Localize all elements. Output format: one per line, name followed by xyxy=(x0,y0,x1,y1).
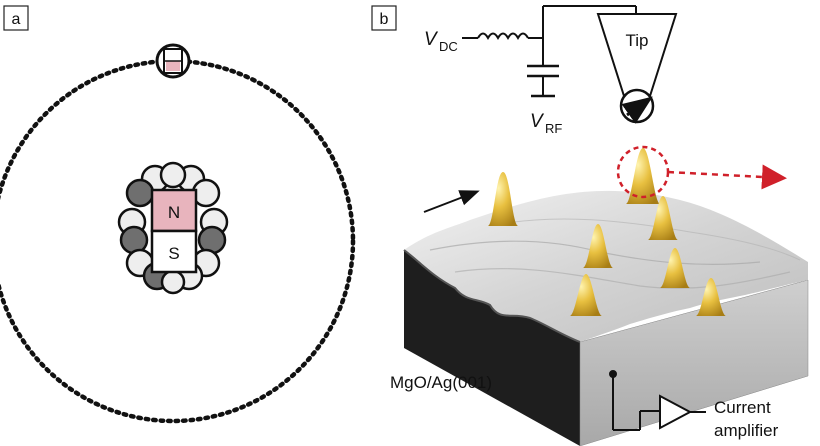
peak-2 xyxy=(626,148,660,204)
vrf-symbol: V xyxy=(530,111,545,132)
vrf-subscript: RF xyxy=(545,121,562,136)
peak-7 xyxy=(696,278,726,316)
scan-direction-arrow xyxy=(423,190,480,213)
tip-spin-arrow xyxy=(621,96,653,124)
central-molecule: N S xyxy=(117,161,229,295)
peak-3 xyxy=(648,196,678,240)
peak-6 xyxy=(570,274,602,316)
magnet-south xyxy=(150,229,198,274)
contact-point xyxy=(609,370,617,378)
panel-b-label-box xyxy=(371,5,397,31)
circuit xyxy=(462,5,637,98)
peak-5 xyxy=(660,248,690,288)
panel-a: a xyxy=(0,5,356,424)
amplifier-label-line1: Current xyxy=(714,398,771,417)
tip-atom xyxy=(619,88,655,124)
panel-a-label-box xyxy=(3,5,29,31)
inductor xyxy=(477,32,529,41)
stm-tip xyxy=(596,13,678,124)
slab-front-side xyxy=(579,279,809,446)
orbiting-atom-north xyxy=(166,61,180,71)
north-label: N xyxy=(168,203,180,222)
red-dashed-arrow xyxy=(667,164,787,190)
amplifier-label-line2: amplifier xyxy=(714,421,779,440)
substrate-label: MgO/Ag(001) xyxy=(390,373,492,392)
vdc-symbol: V xyxy=(424,29,439,50)
slab-left-side xyxy=(404,250,580,446)
amplifier-symbol xyxy=(659,394,693,430)
adatom-peaks xyxy=(488,148,726,316)
tip-label: Tip xyxy=(626,31,649,50)
panel-a-label: a xyxy=(12,11,21,28)
panel-b-label: b xyxy=(380,11,389,28)
current-amplifier xyxy=(609,370,706,431)
vdc-subscript: DC xyxy=(439,39,458,54)
south-label: S xyxy=(168,244,179,263)
orbiting-atom xyxy=(155,43,191,79)
peak-4 xyxy=(583,224,613,268)
magnet-north xyxy=(150,188,198,233)
panel-b: b V DC V RF Tip xyxy=(371,5,809,446)
peak-1 xyxy=(488,172,518,226)
